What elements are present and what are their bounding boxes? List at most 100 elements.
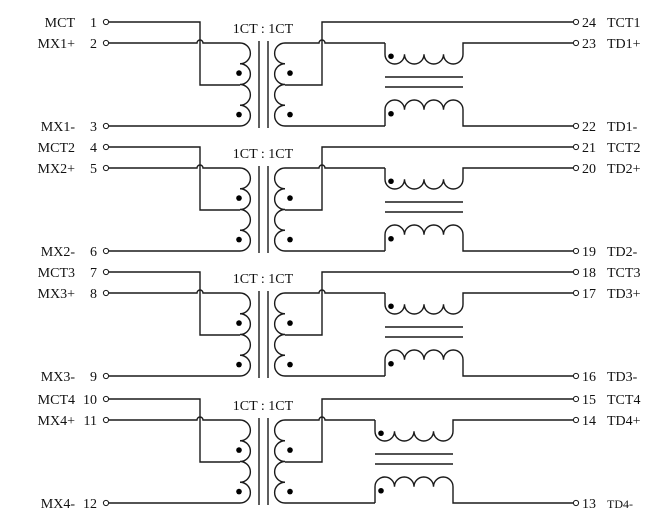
pin-number: 24 (582, 16, 596, 31)
pin-terminal (102, 268, 110, 276)
polarity-dot (236, 111, 242, 118)
pin-name-mct: MCT (45, 16, 76, 31)
pin-name-mct3: MCT3 (38, 266, 75, 281)
pin-terminal (102, 372, 110, 380)
pin-number: 14 (582, 414, 596, 429)
turns-ratio-label: 1CT : 1CT (233, 399, 294, 414)
pin-terminal (572, 372, 580, 380)
pin-number: 15 (582, 393, 596, 408)
pin-number: 1 (90, 16, 97, 31)
pin-number: 2 (90, 37, 97, 52)
pin-name-td4-plus: TD4+ (607, 414, 641, 429)
pin-name-td2-minus: TD2- (607, 245, 638, 260)
positive-wire (285, 39, 385, 44)
polarity-dot (388, 110, 394, 117)
primary-winding (239, 292, 251, 377)
secondary-winding (274, 419, 286, 504)
polarity-dot (236, 70, 242, 76)
pin-number: 18 (582, 266, 596, 281)
center-tap-wire (108, 146, 240, 211)
pin-number: 3 (90, 120, 97, 135)
polarity-dot (388, 303, 394, 310)
pin-name-td4-minus: TD4- (607, 497, 633, 511)
polarity-dot (236, 447, 242, 453)
pin-number: 4 (90, 141, 97, 156)
choke-lower-winding (384, 224, 574, 252)
turns-ratio-label: 1CT : 1CT (233, 147, 294, 162)
pin-terminal (572, 122, 580, 130)
positive-wire (108, 39, 240, 44)
pin-name-tct4: TCT4 (607, 393, 640, 408)
turns-ratio-label: 1CT : 1CT (233, 272, 294, 287)
polarity-dot (378, 430, 384, 437)
polarity-dot (287, 488, 293, 495)
center-tap-wire (285, 271, 574, 336)
pin-terminal (572, 416, 580, 424)
pin-name-td3-plus: TD3+ (607, 287, 641, 302)
pin-terminal (102, 18, 110, 26)
pin-number: 20 (582, 162, 596, 177)
primary-winding (239, 419, 251, 504)
choke-lower-winding (384, 349, 574, 377)
polarity-dot (388, 53, 394, 60)
pin-terminal (572, 18, 580, 26)
pin-number: 8 (90, 287, 97, 302)
choke-lower-winding (384, 99, 574, 127)
positive-wire (108, 164, 240, 169)
pin-number: 7 (90, 266, 97, 281)
center-tap-wire (285, 21, 574, 86)
pin-name-td1-plus: TD1+ (607, 37, 641, 52)
pin-name-mx4-minus: MX4- (41, 497, 76, 512)
polarity-dot (287, 70, 293, 76)
polarity-dot (287, 236, 293, 243)
primary-winding (239, 42, 251, 127)
choke-upper-winding (384, 42, 574, 65)
pin-terminal (572, 164, 580, 172)
polarity-dot (236, 488, 242, 495)
pin-terminal (102, 289, 110, 297)
pin-terminal (102, 143, 110, 151)
positive-wire (285, 416, 375, 421)
pin-name-mx1-plus: MX1+ (38, 37, 76, 52)
pin-number: 10 (83, 393, 97, 408)
polarity-dot (378, 487, 384, 494)
center-tap-wire (108, 21, 240, 86)
pin-name-tct3: TCT3 (607, 266, 640, 281)
pin-name-td2-plus: TD2+ (607, 162, 641, 177)
pin-name-mx4-plus: MX4+ (38, 414, 76, 429)
secondary-winding (274, 292, 286, 377)
choke-upper-winding (384, 167, 574, 190)
pin-terminal (102, 499, 110, 507)
polarity-dot (287, 111, 293, 118)
pin-number: 6 (90, 245, 97, 260)
pin-terminal (572, 289, 580, 297)
pin-name-tct1: TCT1 (607, 16, 640, 31)
positive-wire (108, 416, 240, 421)
pin-number: 22 (582, 120, 596, 135)
pin-terminal (102, 395, 110, 403)
pin-name-mx2-minus: MX2- (41, 245, 76, 260)
positive-wire (285, 164, 385, 169)
pin-name-mx3-minus: MX3- (41, 370, 76, 385)
pin-name-mx2-plus: MX2+ (38, 162, 76, 177)
pin-name-mx1-minus: MX1- (41, 120, 76, 135)
primary-winding (239, 167, 251, 252)
pin-number: 13 (582, 497, 596, 512)
positive-wire (285, 289, 385, 294)
pin-name-mct4: MCT4 (38, 393, 75, 408)
pin-number: 23 (582, 37, 596, 52)
polarity-dot (236, 320, 242, 326)
pin-terminal (102, 416, 110, 424)
polarity-dot (388, 235, 394, 242)
pin-terminal (572, 39, 580, 47)
polarity-dot (287, 195, 293, 201)
choke-lower-winding (374, 476, 574, 504)
pin-number: 12 (83, 497, 97, 512)
pin-number: 19 (582, 245, 596, 260)
pin-terminal (572, 499, 580, 507)
